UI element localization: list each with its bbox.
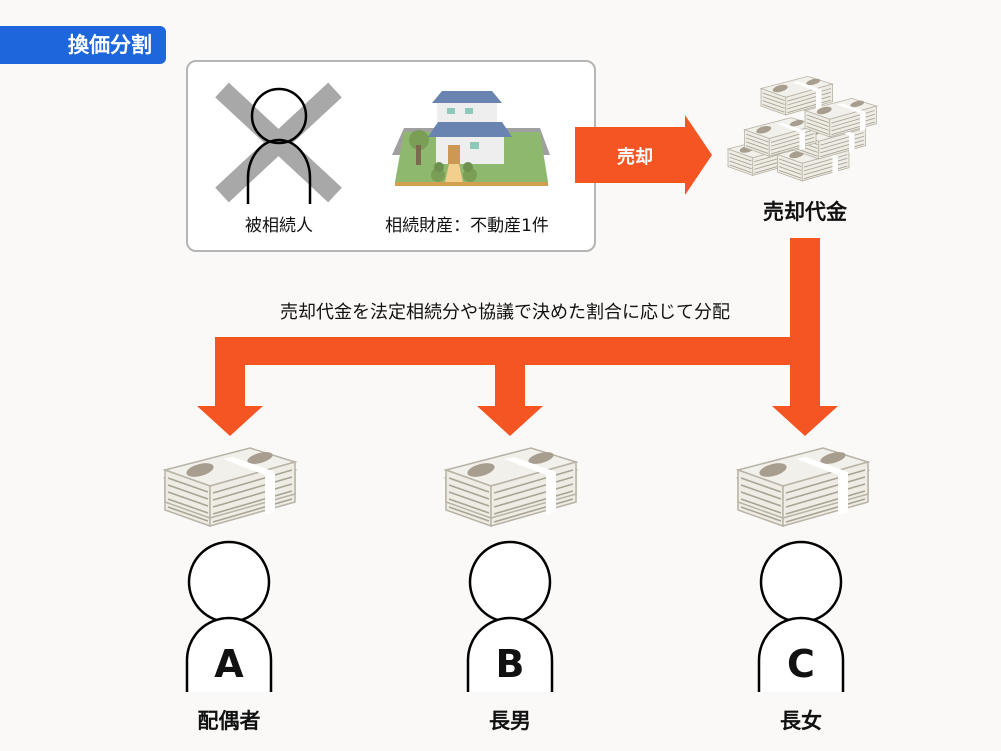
estate-label: 相続財産：不動産1件 bbox=[385, 216, 549, 236]
money-bundle-icon bbox=[164, 447, 296, 527]
money-bundle-icon bbox=[445, 447, 577, 527]
heir-letter-c: C bbox=[787, 642, 815, 686]
heir-letter-b: B bbox=[495, 642, 525, 686]
distribution-arrows bbox=[197, 238, 838, 436]
money-bundle-icon bbox=[737, 447, 869, 527]
deceased-label: 被相続人 bbox=[245, 216, 313, 236]
sell-arrow-label: 売却 bbox=[617, 147, 653, 168]
distribution-note: 売却代金を法定相続分や協議で決めた割合に応じて分配 bbox=[280, 302, 730, 323]
heir-letter-a: A bbox=[214, 642, 244, 686]
heir-person-icons bbox=[185, 540, 845, 692]
heir-relation-spouse: 配偶者 bbox=[197, 709, 261, 733]
house-icon bbox=[392, 91, 550, 186]
proceeds-label: 売却代金 bbox=[763, 200, 847, 224]
heir-relation-eldest-daughter: 長女 bbox=[780, 709, 822, 733]
money-pile-icon bbox=[727, 75, 877, 182]
method-title-badge: 換価分割 bbox=[0, 26, 166, 64]
sell-arrow bbox=[575, 115, 712, 195]
heir-relation-eldest-son: 長男 bbox=[489, 709, 531, 733]
deceased-person-icon bbox=[215, 82, 342, 204]
